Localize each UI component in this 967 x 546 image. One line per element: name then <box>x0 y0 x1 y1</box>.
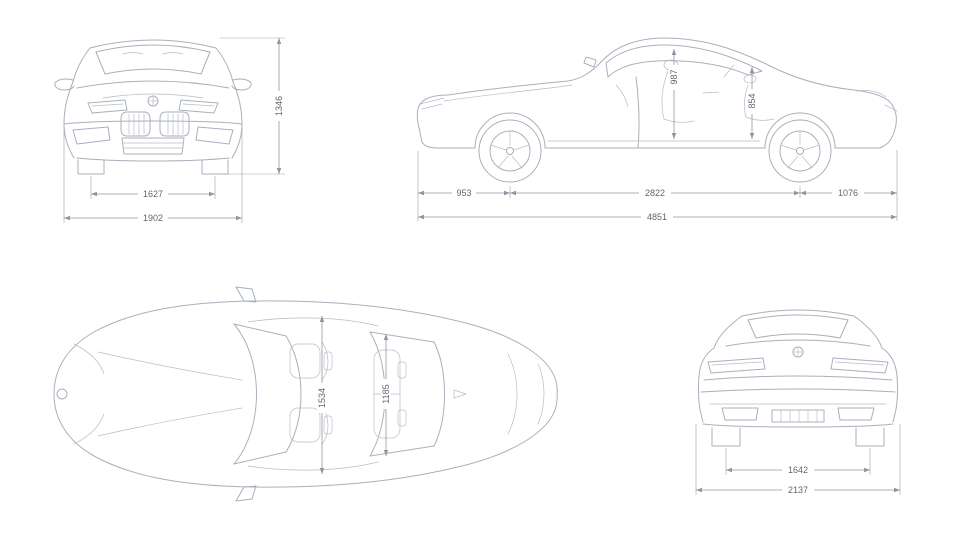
top-right-mirror-icon <box>235 485 257 502</box>
dim-label-rear-overall-width: 2137 <box>788 485 808 495</box>
brand-roundel-icon <box>56 388 68 400</box>
rear-view-drawing: 1642 2137 <box>695 309 901 496</box>
front-car-outline <box>54 39 252 175</box>
right-headlight <box>178 99 219 114</box>
dim-label-front-overhang: 953 <box>456 188 471 198</box>
right-exhaust <box>837 407 875 421</box>
right-kidney-grille <box>159 111 190 137</box>
door-handle <box>702 91 720 94</box>
dim-label-length: 4851 <box>647 212 667 222</box>
front-view-drawing: 1346 1627 1902 <box>54 37 285 224</box>
right-taillight <box>830 357 889 374</box>
dim-label-rear-track: 1642 <box>788 465 808 475</box>
right-tire <box>855 427 885 447</box>
rear-dim-overall-width: 2137 <box>695 424 901 496</box>
dim-label-rear-overhang: 1076 <box>838 188 858 198</box>
front-dim-height: 1346 <box>220 37 285 175</box>
center-diffuser <box>771 409 825 423</box>
side-headlight <box>419 97 445 110</box>
left-tire <box>77 159 105 175</box>
dim-label-rear-headroom: 854 <box>747 93 757 108</box>
left-kidney-grille <box>120 111 151 137</box>
top-dim-rear-interior-width: 1185 <box>381 334 391 456</box>
side-mirror-icon <box>583 56 597 68</box>
trunk-seam <box>507 353 518 435</box>
front-view-panel: 1346 1627 1902 <box>28 8 308 243</box>
side-dim-rear-headroom: 854 <box>747 67 757 139</box>
left-taillight <box>707 357 766 374</box>
windshield-base <box>233 323 257 465</box>
left-air-intake <box>72 126 111 145</box>
top-view-drawing: 1534 1185 <box>53 286 558 502</box>
front-dim-width: 1902 <box>63 128 243 224</box>
dim-label-front-headroom: 987 <box>669 69 679 84</box>
door-seam <box>635 76 640 148</box>
rear-car-outline <box>697 309 899 447</box>
right-mirror-icon <box>231 78 252 91</box>
rear-view-panel: 1642 2137 <box>668 292 928 511</box>
left-mirror-icon <box>54 78 75 91</box>
interior-seats <box>615 59 775 123</box>
center-air-intake <box>121 137 185 155</box>
antenna-fin-icon <box>453 389 467 399</box>
dim-label-front-width: 1902 <box>143 213 163 223</box>
side-dim-lengths: 953 2822 1076 4851 <box>417 150 898 223</box>
side-view-panel: 987 854 953 2822 1076 4851 <box>398 5 928 240</box>
side-view-drawing: 987 854 953 2822 1076 4851 <box>416 37 898 223</box>
rear-dim-track: 1642 <box>725 448 871 476</box>
dim-label-front-height: 1346 <box>274 96 284 116</box>
top-car-outline <box>53 286 558 502</box>
rear-wheel <box>768 119 832 183</box>
right-air-intake <box>195 126 234 145</box>
left-headlight <box>87 99 128 114</box>
top-view-panel: 1534 1185 <box>38 282 578 519</box>
spoiler-line <box>537 363 545 425</box>
front-wheel <box>478 119 542 183</box>
dim-label-rear-interior-width: 1185 <box>381 384 391 403</box>
top-left-mirror-icon <box>235 286 257 303</box>
front-dim-track: 1627 <box>90 176 216 200</box>
rear-window <box>747 314 849 339</box>
roof-front-edge <box>285 335 302 453</box>
dim-label-front-interior-width: 1534 <box>317 388 327 408</box>
top-dim-front-interior-width: 1534 <box>317 316 327 474</box>
dim-label-front-track: 1627 <box>143 189 163 199</box>
dim-label-wheelbase: 2822 <box>645 188 665 198</box>
rear-window-base <box>433 341 445 447</box>
side-window <box>605 44 763 78</box>
side-car-outline <box>416 37 898 183</box>
left-tire <box>711 427 741 447</box>
right-tire <box>201 159 229 175</box>
left-exhaust <box>721 407 759 421</box>
side-dim-front-headroom: 987 <box>669 49 679 139</box>
